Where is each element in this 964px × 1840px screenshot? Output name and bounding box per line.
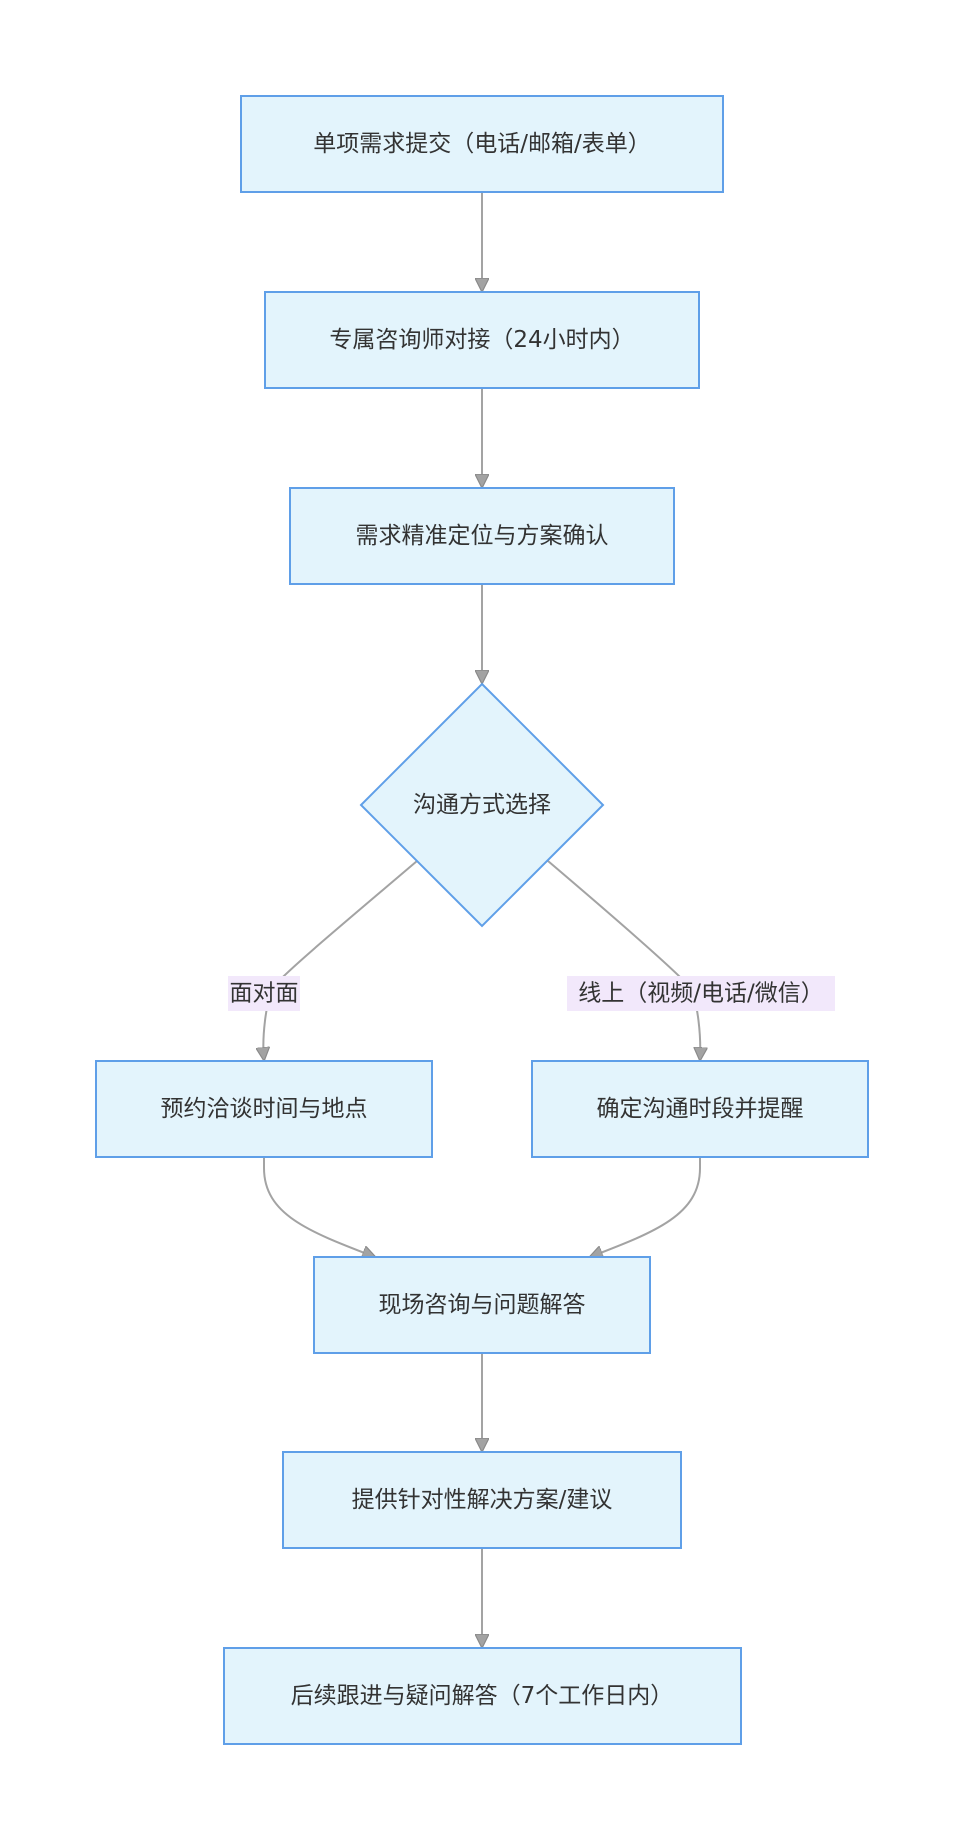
node-onsite: 现场咨询与问题解答 [313, 1256, 651, 1354]
node-followup: 后续跟进与疑问解答（7个工作日内） [223, 1647, 742, 1745]
node-confirm-label: 需求精准定位与方案确认 [356, 523, 609, 549]
edge-schedule-to-onsite [590, 1156, 701, 1257]
edge-label-face-to-face-text: 面对面 [230, 981, 299, 1007]
edge-appointment-to-onsite [263, 1156, 375, 1257]
node-consultant-label: 专属咨询师对接（24小时内） [329, 327, 634, 353]
node-choice-decision: 沟通方式选择 [359, 682, 605, 928]
node-schedule-label: 确定沟通时段并提醒 [597, 1096, 804, 1122]
node-consultant: 专属咨询师对接（24小时内） [264, 291, 700, 389]
node-confirm: 需求精准定位与方案确认 [289, 487, 675, 585]
edge-label-face-to-face: 面对面 [228, 976, 300, 1011]
node-followup-label: 后续跟进与疑问解答（7个工作日内） [291, 1683, 674, 1709]
node-solution: 提供针对性解决方案/建议 [282, 1451, 682, 1549]
node-choice-label: 沟通方式选择 [413, 792, 551, 818]
edge-label-online: 线上（视频/电话/微信） [567, 976, 835, 1011]
edge-choice-to-appointment [263, 860, 418, 1060]
node-onsite-label: 现场咨询与问题解答 [379, 1292, 586, 1318]
node-appointment-label: 预约洽谈时间与地点 [161, 1096, 368, 1122]
node-submit-label: 单项需求提交（电话/邮箱/表单） [313, 131, 651, 157]
node-submit: 单项需求提交（电话/邮箱/表单） [240, 95, 724, 193]
edge-label-online-text: 线上（视频/电话/微信） [578, 981, 824, 1007]
node-schedule: 确定沟通时段并提醒 [531, 1060, 869, 1158]
node-appointment: 预约洽谈时间与地点 [95, 1060, 433, 1158]
edge-choice-to-schedule [547, 860, 700, 1060]
node-solution-label: 提供针对性解决方案/建议 [352, 1487, 613, 1513]
